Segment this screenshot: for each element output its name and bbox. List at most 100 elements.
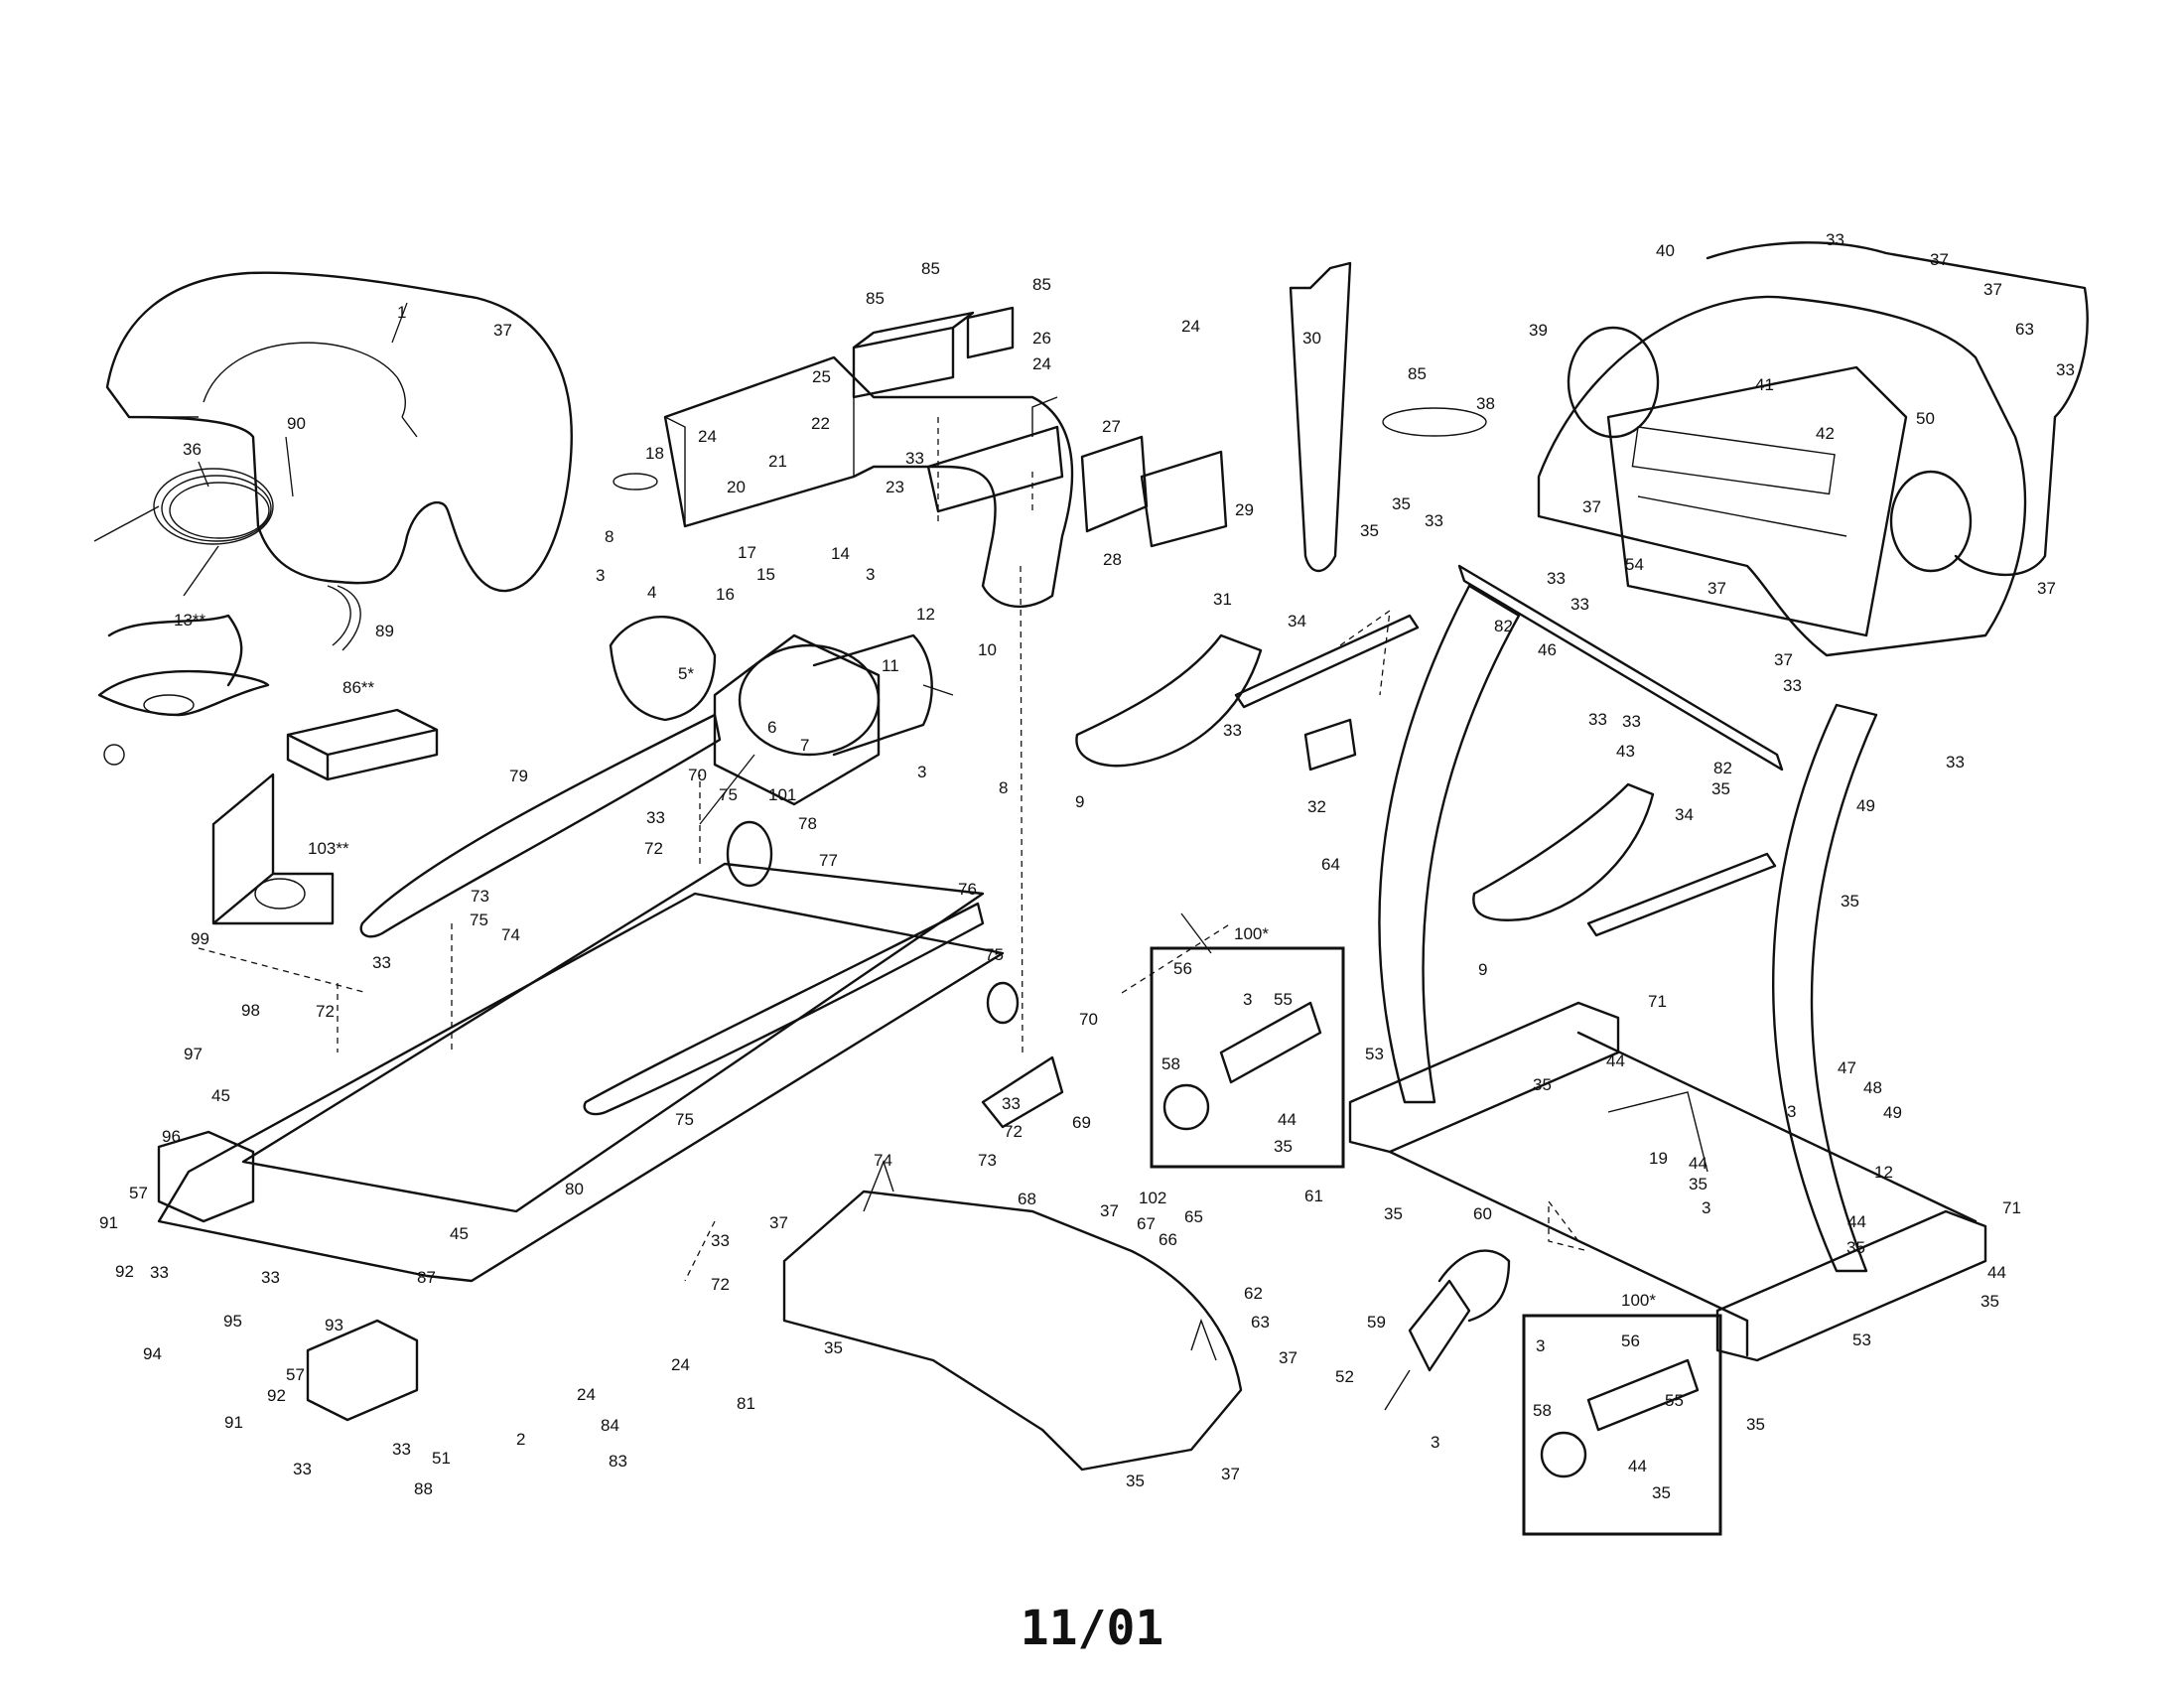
callout: 55 (1274, 990, 1293, 1009)
callout: 34 (1288, 612, 1306, 631)
callout: 100* (1621, 1291, 1656, 1310)
callout: 71 (2002, 1198, 2021, 1217)
console-face-38 (1537, 295, 2027, 657)
callout: 65 (1184, 1207, 1203, 1226)
callout: 63 (1251, 1313, 1270, 1332)
callout: 3 (1431, 1433, 1439, 1452)
callout: 101 (768, 785, 796, 804)
callout: 64 (1321, 855, 1340, 874)
callout: 33 (1622, 712, 1641, 731)
callout: 56 (1621, 1332, 1640, 1350)
callout: 26 (1032, 329, 1051, 348)
callout: 12 (1874, 1163, 1893, 1182)
callout: 72 (644, 839, 663, 858)
callout: 91 (99, 1213, 118, 1232)
crossbar-34b (1586, 852, 1777, 937)
callout: 98 (241, 1001, 260, 1020)
callout: 103** (308, 839, 349, 858)
callout: 33 (1570, 595, 1589, 614)
callout: 37 (1774, 650, 1793, 669)
cable-85 (1382, 407, 1487, 437)
callout: 92 (115, 1262, 134, 1281)
callout: 80 (565, 1180, 584, 1198)
callout: 72 (1004, 1122, 1023, 1141)
walking-belt-77 (241, 862, 985, 1213)
callout: 14 (831, 544, 850, 563)
side-rail-79 (359, 713, 722, 938)
callout: 37 (769, 1213, 788, 1232)
callout: 33 (1425, 511, 1443, 530)
callout: 83 (609, 1452, 627, 1471)
callout: 71 (1648, 992, 1667, 1011)
end-cap-93 (306, 1319, 419, 1422)
callout: 91 (224, 1413, 243, 1432)
callout: 82 (1494, 617, 1513, 635)
alignment-lines (198, 412, 1589, 1282)
callout: 58 (1533, 1401, 1552, 1420)
callout: 24 (671, 1355, 690, 1374)
callout: 29 (1235, 500, 1254, 519)
callout: 74 (874, 1151, 892, 1170)
callout: 34 (1675, 805, 1694, 824)
callout: 11 (882, 656, 899, 675)
motor-assembly (713, 633, 954, 806)
callout: 9 (1478, 960, 1487, 979)
callout: 27 (1102, 417, 1121, 436)
callout: 47 (1838, 1058, 1856, 1077)
callout: 3 (596, 566, 605, 585)
console-back-40 (1706, 241, 2089, 577)
wheel-assembly-box-a (1150, 946, 1345, 1169)
callout: 94 (143, 1344, 162, 1363)
callout: 33 (1826, 230, 1844, 249)
callout: 45 (450, 1224, 469, 1243)
callout: 82 (1713, 759, 1732, 777)
callout: 88 (414, 1479, 433, 1498)
callout: 3 (866, 565, 875, 584)
motor-plate-23 (926, 396, 1064, 513)
callout: 35 (1652, 1483, 1671, 1502)
callout: 95 (223, 1312, 242, 1331)
callout: 90 (287, 414, 306, 433)
callout: 72 (316, 1002, 335, 1021)
console-overlay-41 (1606, 365, 1908, 637)
callout: 33 (261, 1268, 280, 1287)
callout: 49 (1883, 1103, 1902, 1122)
callout: 54 (1625, 555, 1644, 574)
callout: 35 (1533, 1075, 1552, 1094)
callout: 35 (1274, 1137, 1293, 1156)
callout: 41 (1755, 375, 1774, 394)
callout: 28 (1103, 550, 1122, 569)
callout: 44 (1847, 1212, 1866, 1231)
callout: 3 (1787, 1102, 1796, 1121)
callout: 24 (698, 427, 717, 446)
callout: 66 (1159, 1230, 1177, 1249)
callout: 9 (1075, 792, 1084, 811)
callout: 35 (1392, 494, 1411, 513)
callout: 17 (738, 543, 756, 562)
motor-bracket-29 (1140, 450, 1228, 548)
callout: 10 (978, 640, 997, 659)
callout: 37 (1707, 579, 1726, 598)
callout: 86** (342, 678, 375, 697)
callout: 42 (1816, 424, 1835, 443)
callout: 37 (1582, 497, 1601, 516)
callout: 73 (978, 1151, 997, 1170)
callout: 72 (711, 1275, 730, 1294)
callout: 37 (1930, 250, 1949, 269)
callout: 20 (727, 478, 746, 496)
callout: 15 (756, 565, 775, 584)
callout: 16 (716, 585, 735, 604)
callout: 33 (1002, 1094, 1021, 1113)
callout: 33 (150, 1263, 169, 1282)
callout: 3 (1243, 990, 1252, 1009)
base-frame (1348, 1001, 1987, 1362)
callout: 68 (1018, 1190, 1036, 1208)
motor-controller-26 (966, 306, 1015, 359)
callout: 35 (1360, 521, 1379, 540)
callout: 85 (1032, 275, 1051, 294)
callout: 37 (493, 321, 512, 340)
callout: 33 (392, 1440, 411, 1459)
callout: 50 (1916, 409, 1935, 428)
callout: 44 (1689, 1154, 1707, 1173)
callout: 33 (1783, 676, 1802, 695)
